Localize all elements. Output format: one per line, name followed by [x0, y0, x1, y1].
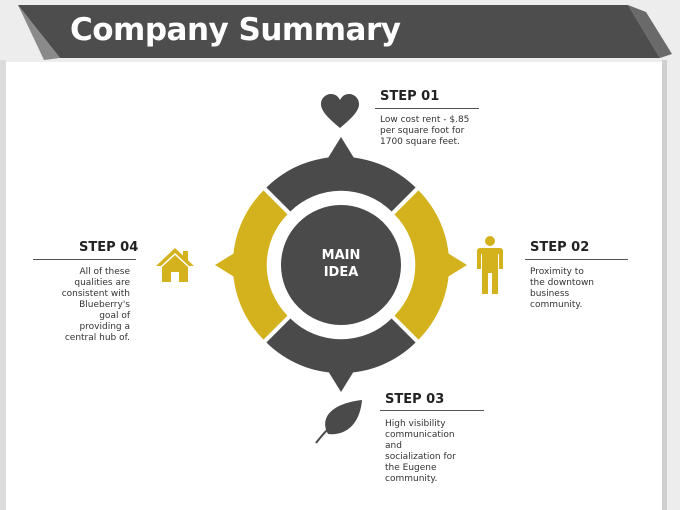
step-02-text: Proximity to the downtown business commu… [530, 267, 595, 310]
center-circle [281, 205, 401, 325]
arrow-bottom [328, 371, 354, 392]
step-02-title: STEP 02 [530, 240, 590, 255]
center-label-line2: IDEA [323, 265, 359, 280]
arrow-left [215, 252, 236, 278]
segment-right [394, 190, 450, 340]
step-03-title: STEP 03 [385, 392, 445, 407]
segment-left [232, 190, 288, 340]
step-03-divider [380, 410, 484, 411]
step-04-text: All of these qualities are consistent wi… [61, 267, 130, 343]
leaf-icon [315, 400, 362, 444]
step-04-divider [33, 259, 136, 260]
arrow-top [328, 137, 354, 158]
slide-title: Company Summary [70, 12, 401, 48]
step-01-divider [375, 108, 479, 109]
step-04-title: STEP 04 [79, 240, 139, 255]
arrow-right [446, 252, 467, 278]
step-02-divider [525, 259, 628, 260]
person-icon [477, 236, 503, 294]
center-label: MAIN IDEA [296, 247, 386, 281]
step-03-text: High visibility communication and social… [385, 419, 456, 484]
step-01-title: STEP 01 [380, 89, 440, 104]
center-label-line1: MAIN [321, 248, 361, 263]
heart-icon [321, 94, 359, 128]
house-icon [156, 248, 194, 282]
step-01-text: Low cost rent - $.85 per square foot for… [380, 115, 470, 147]
segment-top [266, 156, 416, 212]
segment-bottom [266, 318, 416, 374]
